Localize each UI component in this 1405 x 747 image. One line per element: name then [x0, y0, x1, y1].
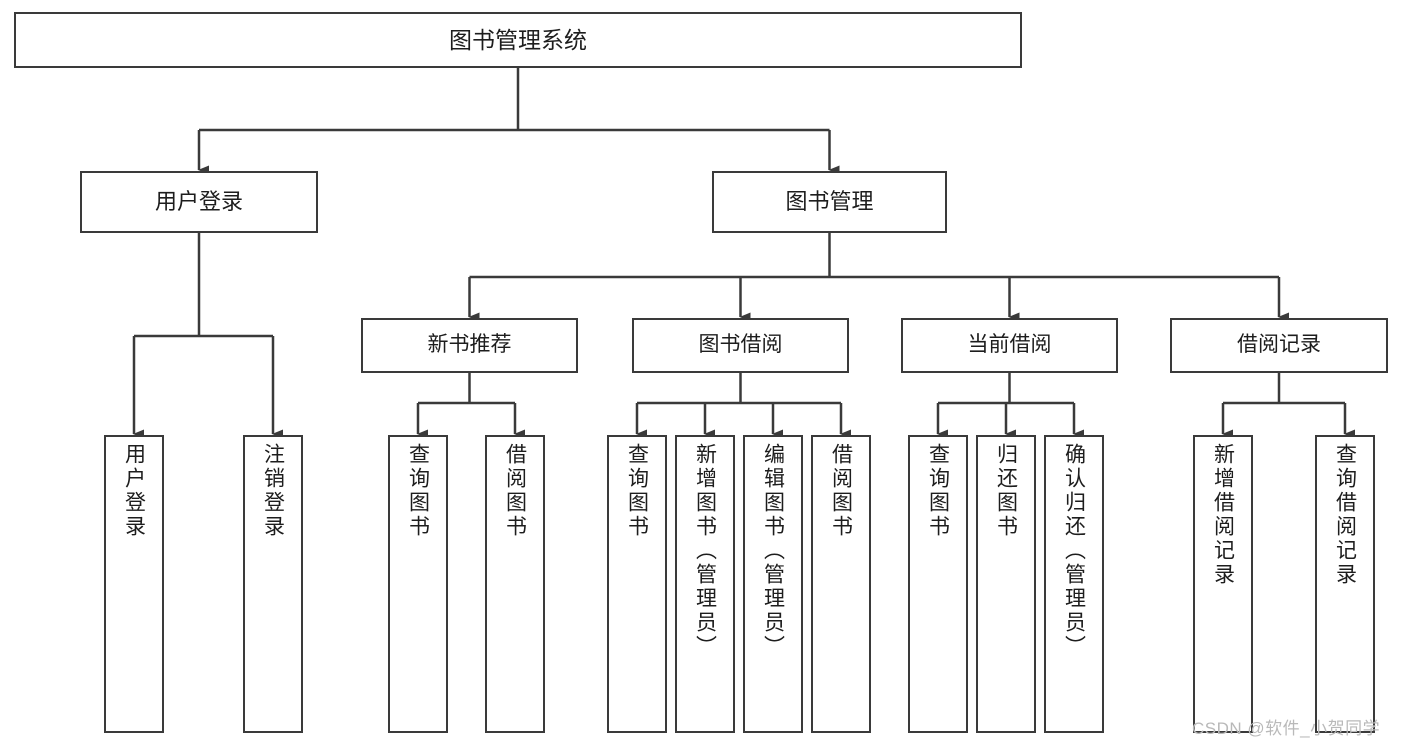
- node-label: 查询借阅记录: [1333, 443, 1357, 587]
- node-label: 确认归还（管理员）: [1062, 443, 1086, 659]
- node-label: 查询图书: [926, 443, 950, 539]
- node-label: 用户登录: [154, 189, 243, 215]
- edge-group: [132, 68, 1355, 439]
- node-leaf-add-record[interactable]: 新增借阅记录: [1193, 435, 1253, 733]
- node-leaf-borrow-book-1[interactable]: 借阅图书: [485, 435, 545, 733]
- node-leaf-add-book[interactable]: 新增图书（管理员）: [675, 435, 735, 733]
- node-current-borrow[interactable]: 当前借阅: [901, 318, 1118, 373]
- node-root-title[interactable]: 图书管理系统: [14, 12, 1022, 68]
- node-label: 查询图书: [406, 443, 430, 539]
- node-new-book-recommend[interactable]: 新书推荐: [361, 318, 578, 373]
- node-label: 当前借阅: [967, 333, 1052, 357]
- node-label: 图书管理: [785, 189, 874, 215]
- node-label: 用户登录: [122, 443, 146, 539]
- node-label: 借阅记录: [1237, 333, 1321, 357]
- node-label: 图书借阅: [698, 333, 783, 357]
- node-book-manage[interactable]: 图书管理: [712, 171, 947, 233]
- node-label: 注销登录: [261, 443, 285, 539]
- node-leaf-confirm-return[interactable]: 确认归还（管理员）: [1044, 435, 1104, 733]
- node-label: 查询图书: [625, 443, 649, 539]
- node-label: 新增图书（管理员）: [693, 443, 717, 659]
- node-user-login[interactable]: 用户登录: [80, 171, 318, 233]
- node-label: 归还图书: [994, 443, 1018, 539]
- watermark-label: CSDN @软件_小贺同学: [1192, 719, 1381, 738]
- node-leaf-query-book-3[interactable]: 查询图书: [908, 435, 968, 733]
- node-label: 借阅图书: [829, 443, 853, 539]
- node-borrow-record[interactable]: 借阅记录: [1170, 318, 1388, 373]
- node-label: 借阅图书: [503, 443, 527, 539]
- node-leaf-logout[interactable]: 注销登录: [243, 435, 303, 733]
- node-leaf-borrow-book-2[interactable]: 借阅图书: [811, 435, 871, 733]
- node-leaf-edit-book[interactable]: 编辑图书（管理员）: [743, 435, 803, 733]
- node-leaf-return-book[interactable]: 归还图书: [976, 435, 1036, 733]
- node-label: 新增借阅记录: [1211, 443, 1235, 587]
- node-leaf-query-record[interactable]: 查询借阅记录: [1315, 435, 1375, 733]
- node-label: 图书管理系统: [449, 26, 587, 53]
- node-label: 新书推荐: [427, 333, 512, 357]
- node-label: 编辑图书（管理员）: [761, 443, 785, 659]
- node-leaf-query-book-2[interactable]: 查询图书: [607, 435, 667, 733]
- node-book-borrow[interactable]: 图书借阅: [632, 318, 849, 373]
- node-leaf-query-book-1[interactable]: 查询图书: [388, 435, 448, 733]
- node-leaf-user-login[interactable]: 用户登录: [104, 435, 164, 733]
